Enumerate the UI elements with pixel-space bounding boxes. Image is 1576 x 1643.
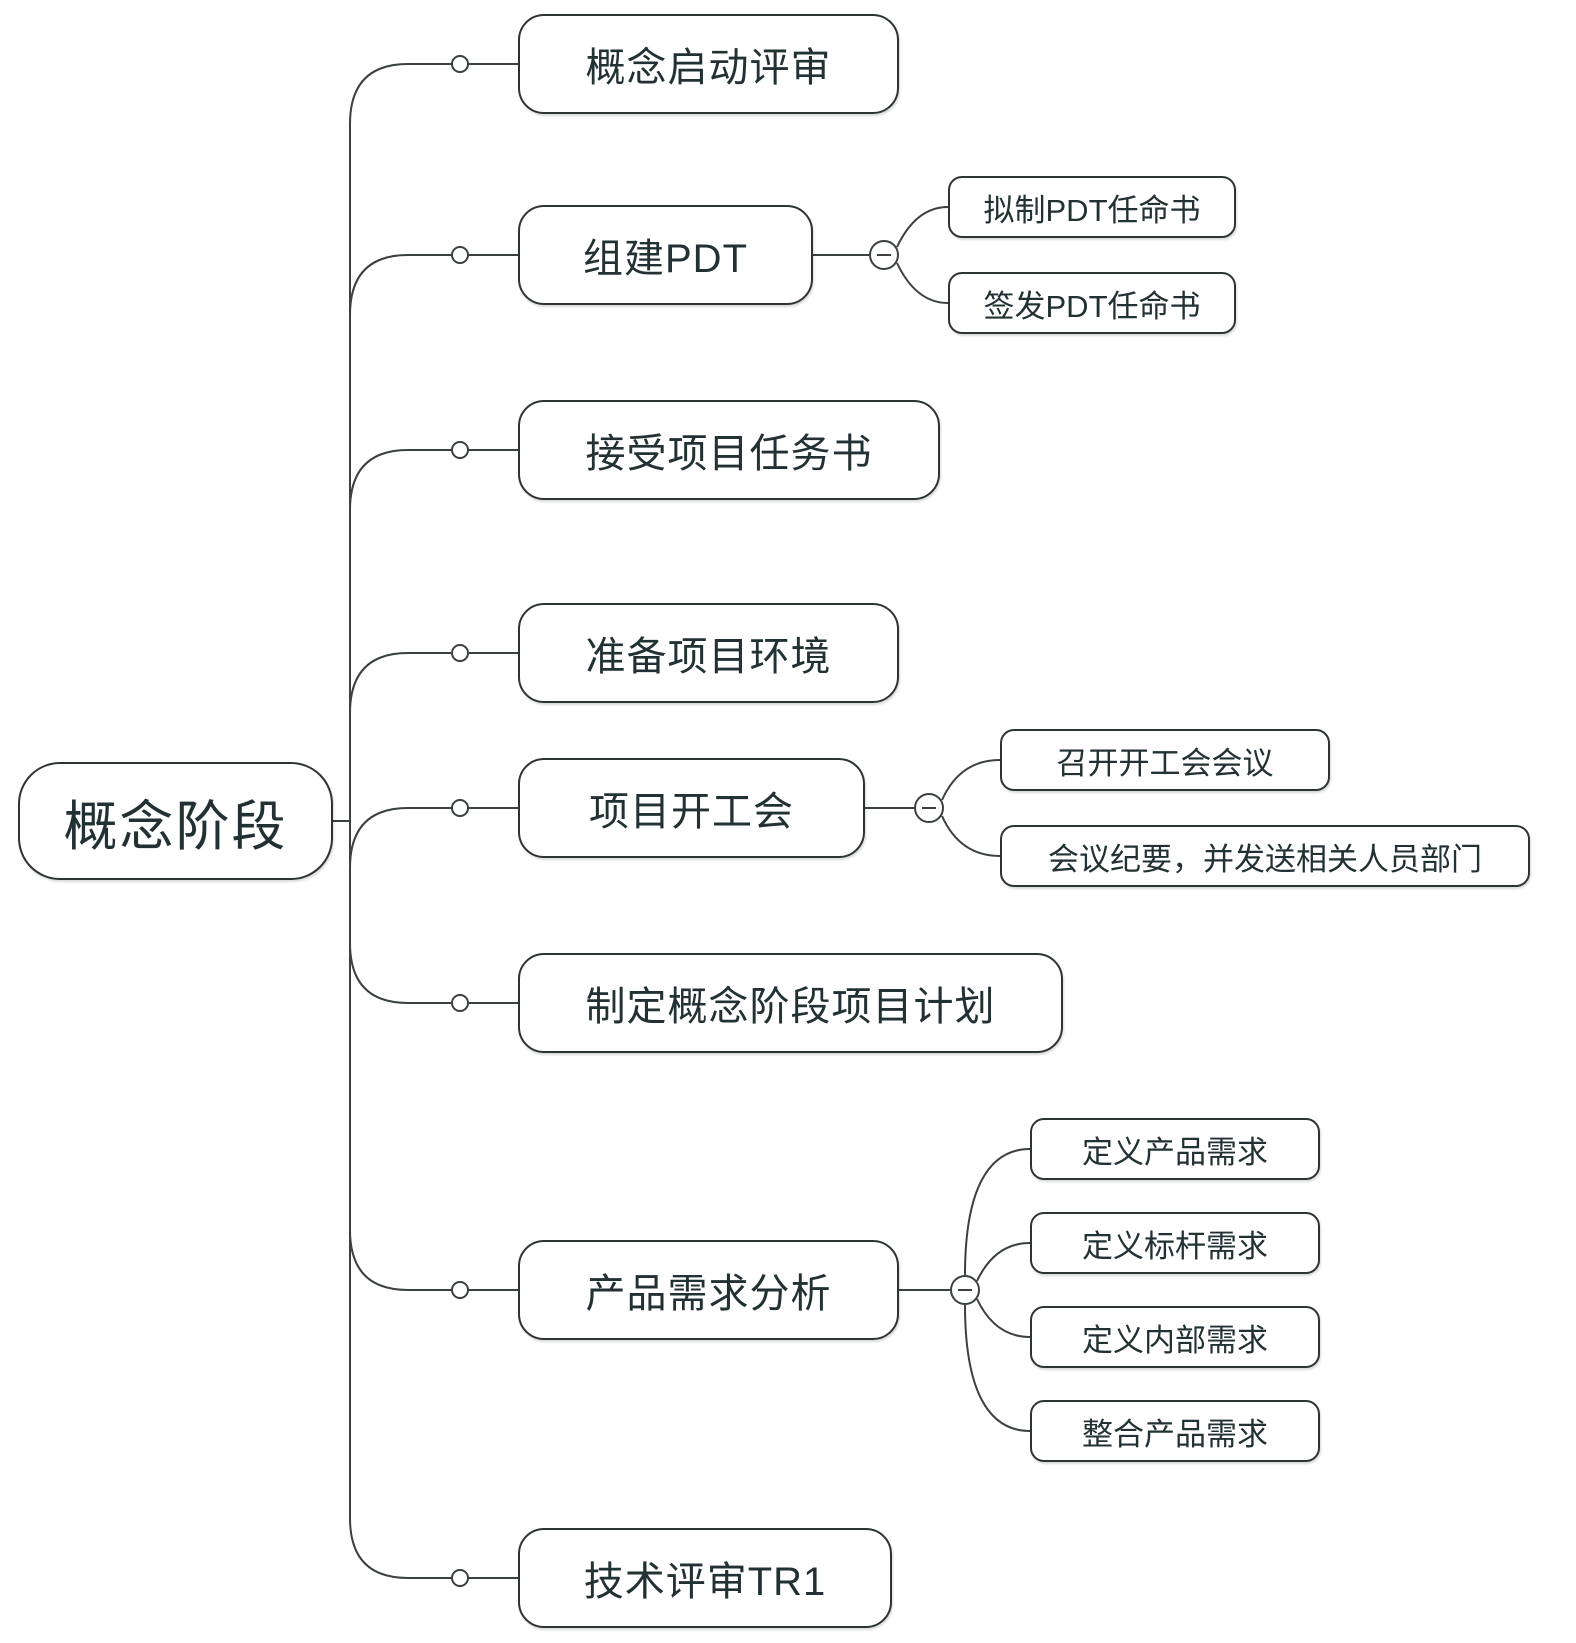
- connector-dot: [451, 1281, 469, 1299]
- connector-dot: [451, 441, 469, 459]
- mindmap-node-accept-project-charter[interactable]: 接受项目任务书: [518, 400, 940, 500]
- mindmap-node-issue-pdt-appointment[interactable]: 签发PDT任命书: [948, 272, 1236, 334]
- mindmap-node-root[interactable]: 概念阶段: [18, 762, 333, 880]
- connector-child: [896, 206, 949, 248]
- mindmap-node-hold-kickoff-meeting[interactable]: 召开开工会会议: [1000, 729, 1330, 791]
- mindmap-node-meeting-minutes-send[interactable]: 会议纪要，并发送相关人员部门: [1000, 825, 1530, 887]
- minus-icon: [922, 807, 936, 809]
- minus-icon: [958, 1289, 972, 1291]
- mindmap-node-product-requirement-analysis[interactable]: 产品需求分析: [518, 1240, 899, 1340]
- connector-dot: [451, 994, 469, 1012]
- mindmap-node-tech-review-tr1[interactable]: 技术评审TR1: [518, 1528, 892, 1628]
- connector-child: [896, 262, 949, 304]
- connector-child: [976, 1298, 1031, 1338]
- connector-child: [976, 1242, 1031, 1282]
- connector-branch: [349, 254, 452, 316]
- connector-child: [964, 1304, 1031, 1432]
- connector-dot: [451, 246, 469, 264]
- connector-branch: [349, 942, 452, 1004]
- minus-icon: [877, 254, 891, 256]
- mindmap-node-project-kickoff-meeting[interactable]: 项目开工会: [518, 758, 865, 858]
- mindmap-node-define-internal-requirements[interactable]: 定义内部需求: [1030, 1306, 1320, 1368]
- collapse-toggle-form-pdt[interactable]: [869, 240, 899, 270]
- mindmap-node-define-benchmark-requirements[interactable]: 定义标杆需求: [1030, 1212, 1320, 1274]
- collapse-toggle-project-kickoff-meeting[interactable]: [914, 793, 944, 823]
- connector-dot: [451, 1569, 469, 1587]
- connector-branch: [349, 652, 452, 714]
- connector-dot: [451, 644, 469, 662]
- mindmap-node-concept-phase-plan[interactable]: 制定概念阶段项目计划: [518, 953, 1063, 1053]
- mindmap-node-integrate-product-requirements[interactable]: 整合产品需求: [1030, 1400, 1320, 1462]
- connector-dot: [451, 55, 469, 73]
- mindmap-node-concept-kickoff-review[interactable]: 概念启动评审: [518, 14, 899, 114]
- connector-dot: [451, 799, 469, 817]
- collapse-toggle-product-requirement-analysis[interactable]: [950, 1275, 980, 1305]
- mindmap-node-form-pdt[interactable]: 组建PDT: [518, 205, 813, 305]
- mindmap-node-define-product-requirements[interactable]: 定义产品需求: [1030, 1118, 1320, 1180]
- mindmap-node-draft-pdt-appointment[interactable]: 拟制PDT任命书: [948, 176, 1236, 238]
- connector-branch: [349, 449, 452, 511]
- connector-child: [941, 759, 1001, 801]
- connector-child: [964, 1148, 1031, 1276]
- connector-branch: [349, 807, 452, 869]
- mindmap-node-prepare-project-environment[interactable]: 准备项目环境: [518, 603, 899, 703]
- connector-branch: [349, 1229, 452, 1291]
- connector-child: [941, 815, 1001, 857]
- connector-branch: [349, 1517, 452, 1579]
- connector-branch: [349, 63, 452, 125]
